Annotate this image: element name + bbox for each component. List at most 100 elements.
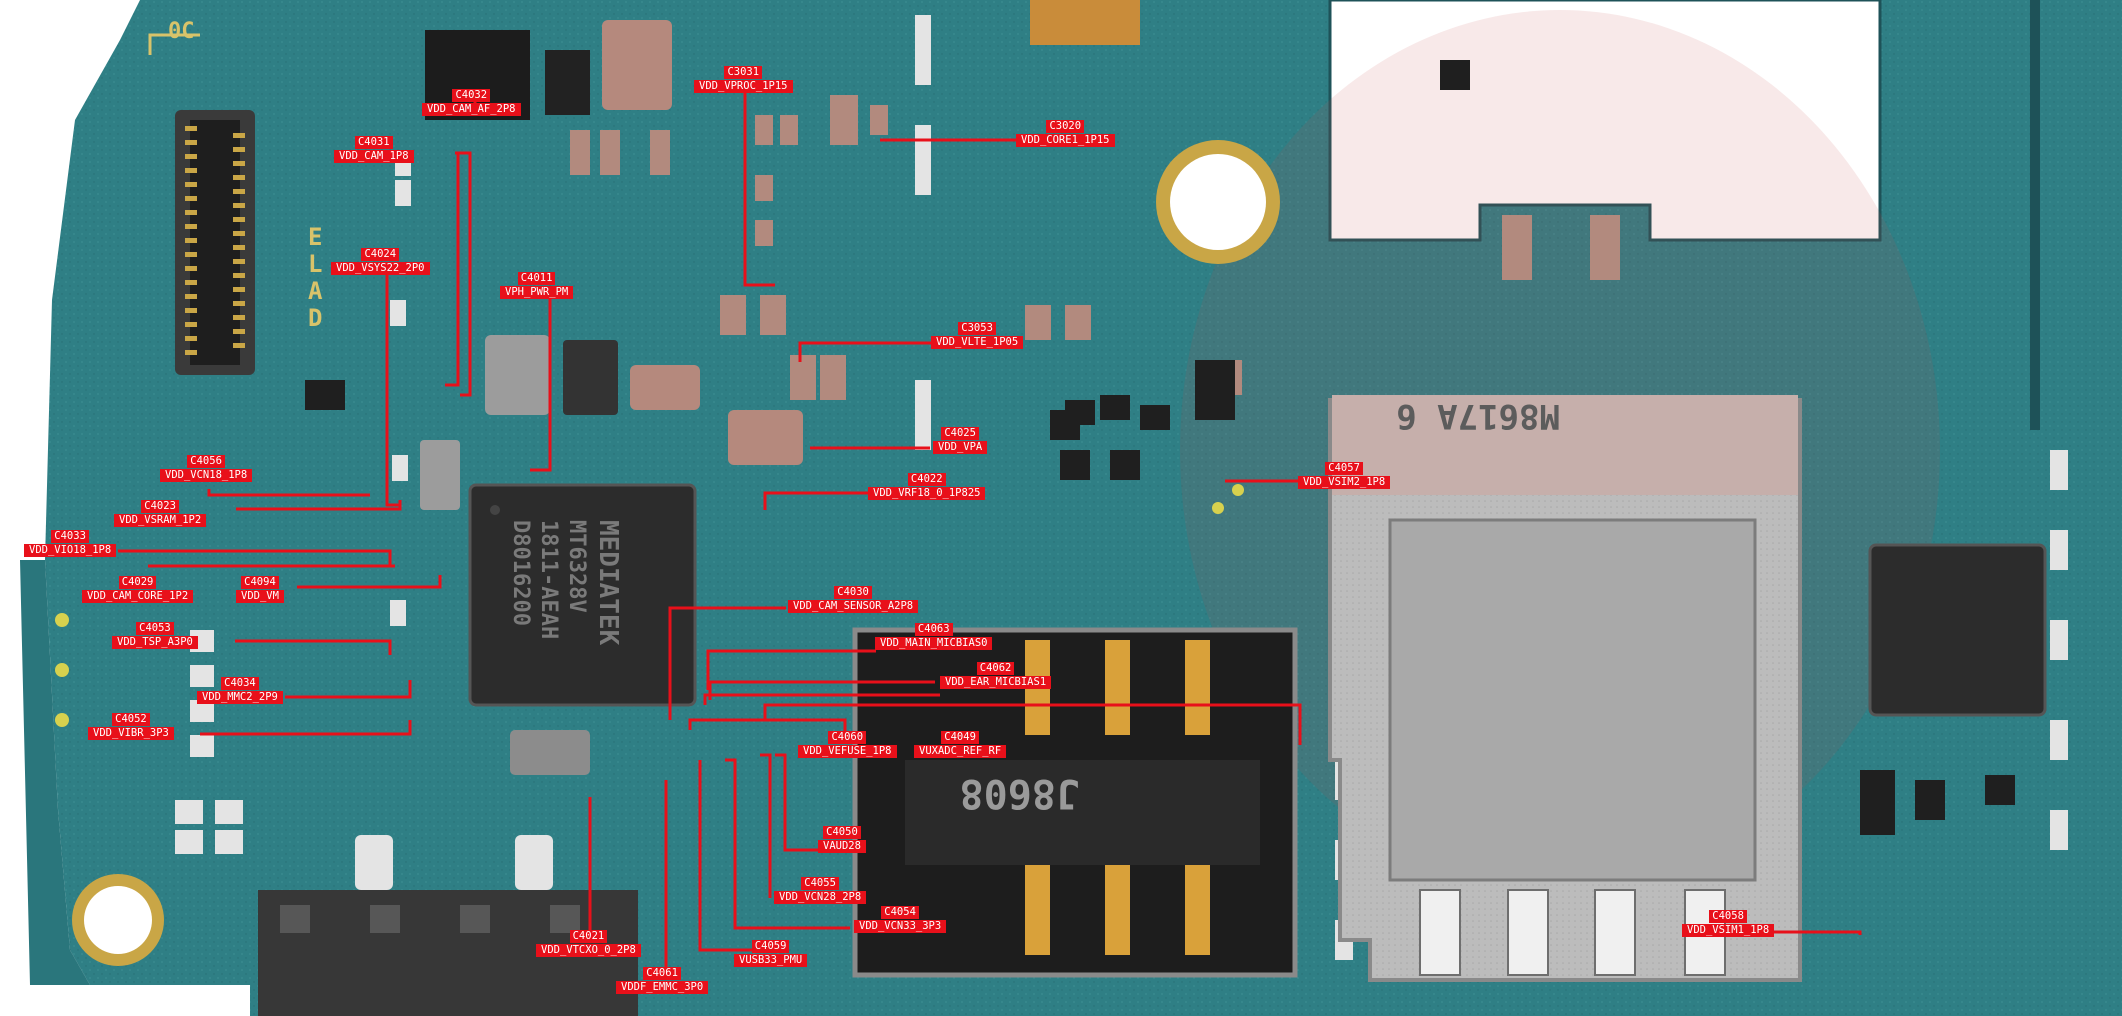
inductor-2 [563,340,618,415]
net: VDD_VSIM1_1P8 [1682,924,1775,937]
net: VDD_CAM_CORE_1P2 [82,590,194,603]
ref: C4057 [1325,462,1363,475]
net: VDD_MMC2_2P9 [197,691,283,704]
ref: C4094 [241,576,279,589]
net: VDD_VRF18_0_1P825 [868,487,986,500]
ref: C4031 [354,136,393,149]
svg-text:1811-AEAH: 1811-AEAH [536,520,561,639]
ref: C4063 [914,623,953,636]
ref: C4058 [1709,910,1747,923]
pmic-marking: MEDIATEK MT6328V 1811-AEAH D8016200 [508,520,623,646]
net: VDD_VCN28_2P8 [774,891,867,904]
ref: C4055 [801,877,839,890]
net: VDD_VIBR_3P3 [88,727,174,740]
crystal [510,730,590,775]
svg-text:E: E [308,223,322,251]
right-ic [1868,543,2047,717]
svg-text:MEDIATEK: MEDIATEK [593,520,623,646]
ref: C4054 [881,906,919,919]
ref: C4056 [187,455,225,468]
svg-text:MT6328V: MT6328V [564,520,589,613]
net: VUSB33_PMU [734,954,808,967]
ref: C4062 [976,662,1015,675]
ref: C4050 [823,826,861,839]
ref: C4025 [941,427,979,440]
inductor-3 [630,365,700,410]
net: VDD_VCN18_1P8 [160,469,253,482]
ref: C4011 [517,272,556,285]
svg-text:D: D [308,304,322,332]
net: VDD_VSRAM_1P2 [114,514,207,527]
ref: C4030 [834,586,872,599]
svg-text:D8016200: D8016200 [508,520,533,626]
net: VDD_VEFUSE_1P8 [798,745,897,758]
ref: C4023 [141,500,179,513]
net: VDD_EAR_MICBIAS1 [940,676,1052,689]
net: VDD_VSIM2_1P8 [1298,476,1391,489]
net: VDD_VPROC_1P15 [694,80,793,93]
net: VPH_PWR_PM [500,286,574,299]
net: VDD_CAM_AF_2P8 [422,103,521,116]
mounting-hole-top [1156,140,1280,264]
ref: C4049 [941,731,979,744]
pcb-rim [20,560,90,985]
net: VDD_CAM_SENSOR_A2P8 [788,600,919,613]
net: VDD_VIO18_1P8 [24,544,117,557]
ref: C4061 [643,967,681,980]
leader-lines [118,89,1862,976]
sd-card-holder: J8608 [852,627,1298,978]
net: VDD_VTCXO_0_2P8 [536,944,641,957]
svg-text:L: L [308,250,322,278]
ref: C4024 [361,248,400,261]
ref: C3020 [1046,120,1085,133]
sim-tray-marking: M8617A 6 [1396,396,1560,436]
ref: C4029 [118,576,157,589]
net: VDD_VSYS22_2P0 [331,262,430,275]
ref: C4060 [828,731,867,744]
net: VDD_CAM_1P8 [334,150,414,163]
ref: C4032 [452,89,491,102]
ref: C4033 [51,530,89,543]
silk-corner-text: 0C [168,19,195,44]
net: VAUD28 [818,840,866,853]
svg-text:A: A [308,277,323,305]
ref: C4052 [112,713,150,726]
ref: C4022 [907,473,946,486]
ref: C4053 [136,622,174,635]
net: VDD_MAIN_MICBIAS0 [875,637,993,650]
inductor-4 [728,410,803,465]
net: VDD_VLTE_1P05 [931,336,1024,349]
net: VDD_VCN33_3P3 [854,920,947,933]
ref: C3053 [958,322,996,335]
silk-side-text: E L A D [308,223,323,332]
ref: C4059 [751,940,790,953]
